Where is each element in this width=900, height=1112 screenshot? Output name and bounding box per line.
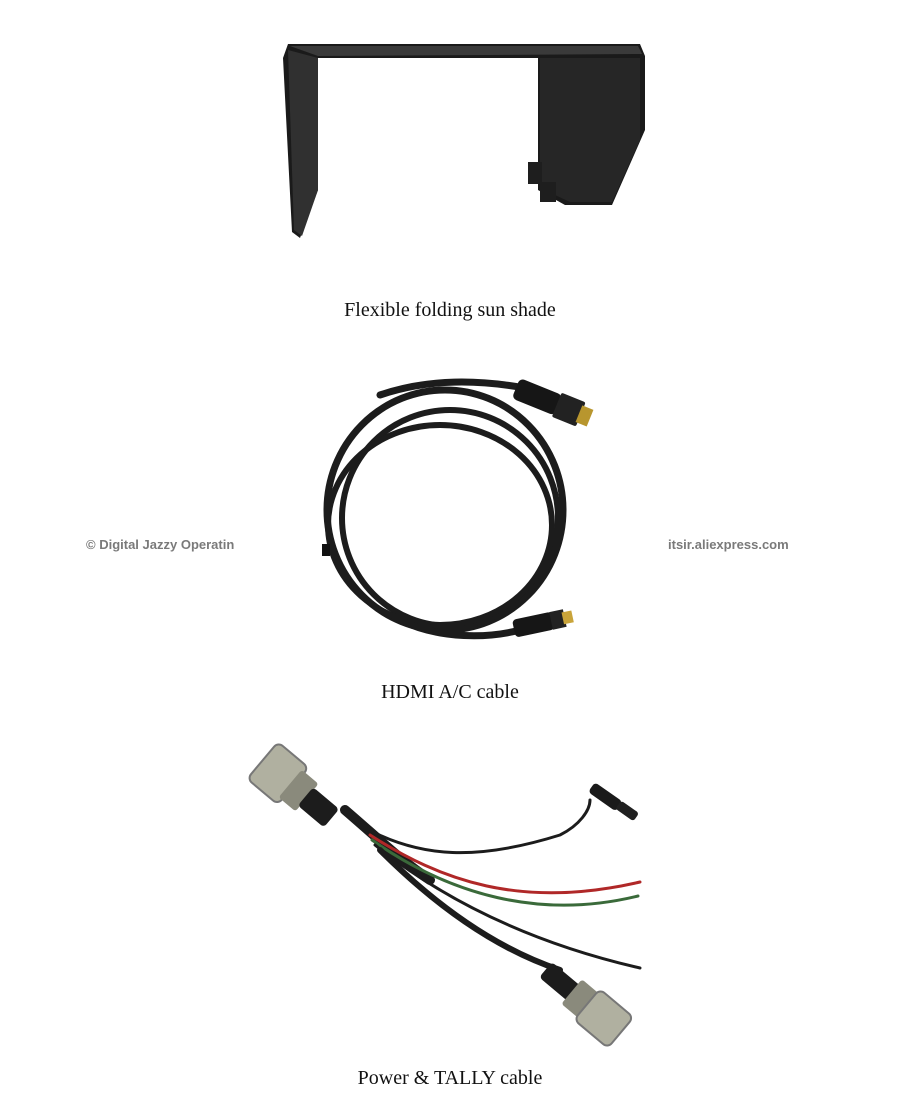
hdmi-cable-image xyxy=(322,378,594,640)
hdmi-cable-caption: HDMI A/C cable xyxy=(381,681,519,703)
sun-shade-section: Flexible folding sun shade xyxy=(0,0,900,330)
power-tally-cable-section: Power & TALLY cable xyxy=(0,720,900,1112)
power-tally-cable-caption: Power & TALLY cable xyxy=(357,1067,543,1089)
hdmi-cable-section: HDMI A/C cable xyxy=(0,360,900,710)
watermark-right: itsir.aliexpress.com xyxy=(668,537,789,552)
power-tally-cable-image xyxy=(248,743,642,1047)
watermark-left: © Digital Jazzy Operatin xyxy=(86,537,235,552)
sun-shade-image xyxy=(283,44,645,238)
sun-shade-caption: Flexible folding sun shade xyxy=(344,299,556,321)
